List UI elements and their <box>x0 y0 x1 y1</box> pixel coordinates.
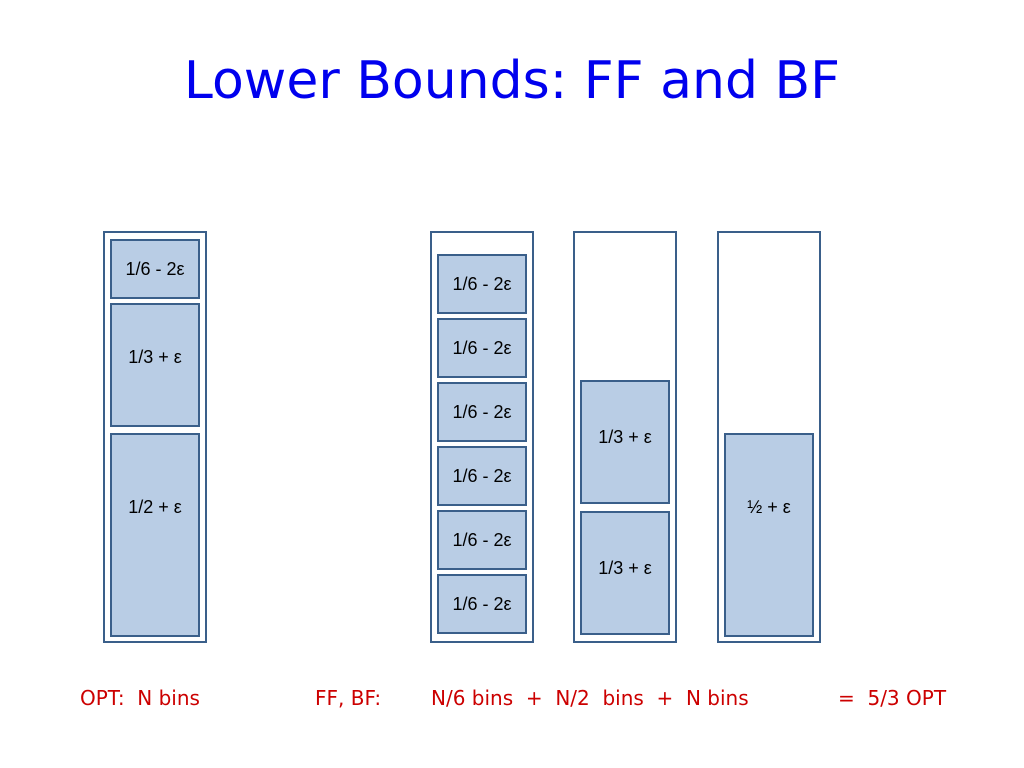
ff-bin-thirds: 1/3 + ε 1/3 + ε <box>573 231 677 643</box>
opt-item-sixth: 1/6 - 2ε <box>110 239 200 299</box>
ff-third-item-2: 1/3 + ε <box>580 511 670 635</box>
opt-bin: 1/6 - 2ε 1/3 + ε 1/2 + ε <box>103 231 207 643</box>
ff-sixth-item-6: 1/6 - 2ε <box>437 574 527 634</box>
opt-caption: OPT: N bins <box>80 686 200 710</box>
ff-third-item-1: 1/3 + ε <box>580 380 670 504</box>
ff-sixth-item-5: 1/6 - 2ε <box>437 510 527 570</box>
ff-bf-label: FF, BF: <box>315 686 382 710</box>
ff-sixth-item-4: 1/6 - 2ε <box>437 446 527 506</box>
opt-item-half: 1/2 + ε <box>110 433 200 637</box>
ff-sixth-item-1: 1/6 - 2ε <box>437 254 527 314</box>
ff-bin-sixths: 1/6 - 2ε 1/6 - 2ε 1/6 - 2ε 1/6 - 2ε 1/6 … <box>430 231 534 643</box>
ratio-result: = 5/3 OPT <box>838 686 947 710</box>
ff-bf-sum: N/6 bins + N/2 bins + N bins <box>431 686 749 710</box>
ff-half-item: ½ + ε <box>724 433 814 637</box>
ff-sixth-item-3: 1/6 - 2ε <box>437 382 527 442</box>
opt-item-third: 1/3 + ε <box>110 303 200 427</box>
ff-sixth-item-2: 1/6 - 2ε <box>437 318 527 378</box>
slide-title: Lower Bounds: FF and BF <box>183 51 841 111</box>
ff-bin-half: ½ + ε <box>717 231 821 643</box>
